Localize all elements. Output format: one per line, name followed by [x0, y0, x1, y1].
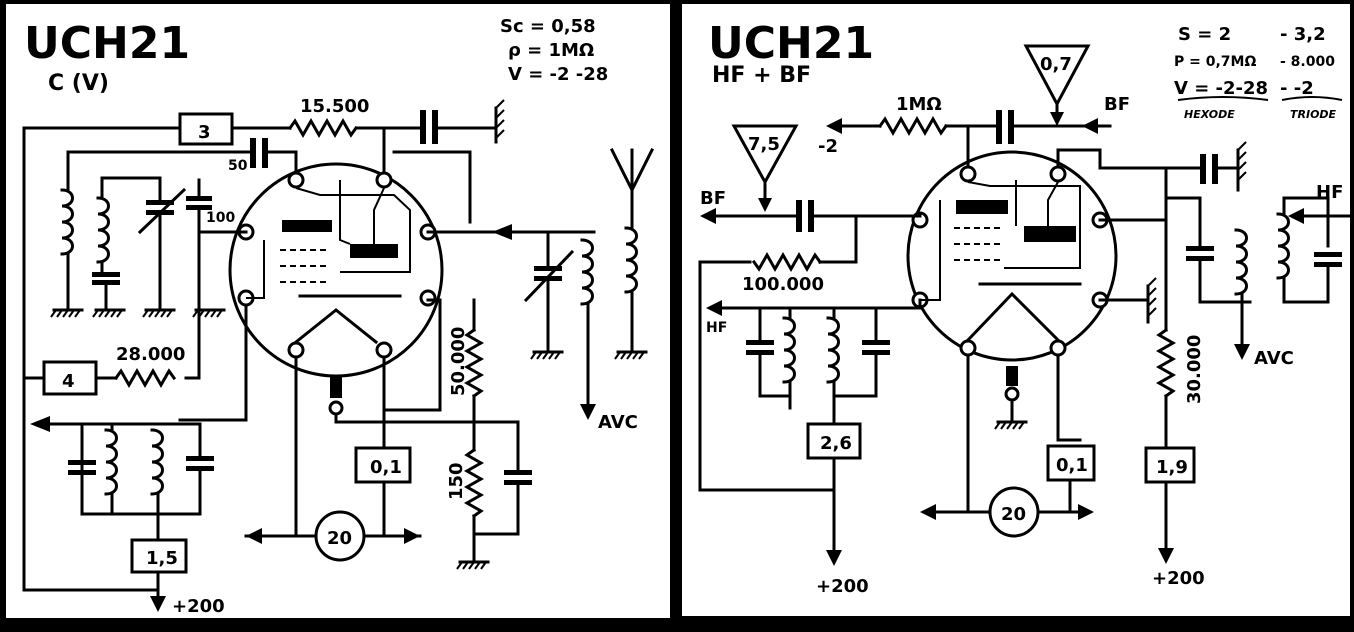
right-param-p-tri: - 8.000	[1280, 54, 1335, 70]
right-schematic: UCH21 HF + BF S = 2 - 3,2 P = 0,7MΩ - 8.…	[698, 18, 1352, 597]
right-title: UCH21	[708, 18, 874, 69]
left-title: UCH21	[24, 18, 190, 69]
right-param-p-hex: P = 0,7MΩ	[1174, 54, 1256, 70]
right-triangle-07-label: 0,7	[1040, 54, 1072, 75]
right-box-01	[1046, 444, 1096, 482]
right-bf-out-label: BF	[700, 188, 726, 209]
right-param-s-tri: - 3,2	[1280, 24, 1326, 45]
right-bias-label: -2	[818, 136, 838, 157]
right-param-triode: TRIODE	[1290, 108, 1337, 121]
left-box-01-label: 0,1	[370, 457, 402, 478]
right-avc-label: AVC	[1254, 348, 1294, 369]
right-circle-20-label: 20	[1001, 504, 1026, 525]
right-param-v-hex: V = -2-28	[1174, 78, 1268, 99]
right-bf-in-label: BF	[1104, 94, 1130, 115]
right-param-v-tri: - -2	[1280, 78, 1314, 99]
left-param-v: V = -2 -28	[508, 64, 608, 85]
right-param-s-hex: S = 2	[1178, 24, 1231, 45]
left-r4-label: 150	[446, 462, 467, 500]
left-supply-label: +200	[172, 596, 225, 617]
left-param-sc: Sc = 0,58	[500, 16, 596, 37]
right-hf-in-label: HF	[1316, 182, 1343, 203]
right-supply-right-label: +200	[1152, 568, 1205, 589]
left-r3-label: 50.000	[448, 327, 469, 396]
left-box-15-label: 1,5	[146, 548, 178, 569]
right-supply-left-label: +200	[816, 576, 869, 597]
left-r1-label: 15.500	[300, 96, 369, 117]
left-box-01	[354, 446, 412, 484]
right-box-01-label: 0,1	[1056, 455, 1088, 476]
left-avc-label: AVC	[598, 412, 638, 433]
right-r3-label: 30.000	[1184, 335, 1205, 404]
right-box-26-label: 2,6	[820, 433, 852, 454]
right-hf-out-label: HF	[706, 320, 727, 336]
left-circle-20-label: 20	[327, 528, 352, 549]
right-r2-label: 100.000	[742, 274, 824, 295]
right-param-hexode: HEXODE	[1184, 108, 1235, 121]
left-param-rho: ρ = 1MΩ	[508, 40, 594, 61]
right-triangle-07	[1023, 44, 1091, 108]
left-c2-label: 100	[206, 210, 235, 226]
left-subtitle: C (V)	[48, 71, 109, 96]
left-box-4-label: 4	[62, 371, 75, 392]
right-tube	[906, 150, 1118, 362]
right-subtitle: HF + BF	[712, 63, 811, 88]
right-box-19-label: 1,9	[1156, 457, 1188, 478]
left-schematic: UCH21 C (V) Sc = 0,58 ρ = 1MΩ V = -2 -28…	[22, 16, 655, 617]
left-box-3-label: 3	[198, 122, 211, 143]
right-triangle-75-label: 7,5	[748, 134, 780, 155]
right-triangle-75	[731, 124, 799, 186]
left-box-3	[178, 112, 234, 146]
right-r1-label: 1MΩ	[896, 94, 942, 115]
right-box-19	[1144, 446, 1196, 484]
left-r2-label: 28.000	[116, 344, 185, 365]
left-c1-label: 50	[228, 158, 248, 174]
